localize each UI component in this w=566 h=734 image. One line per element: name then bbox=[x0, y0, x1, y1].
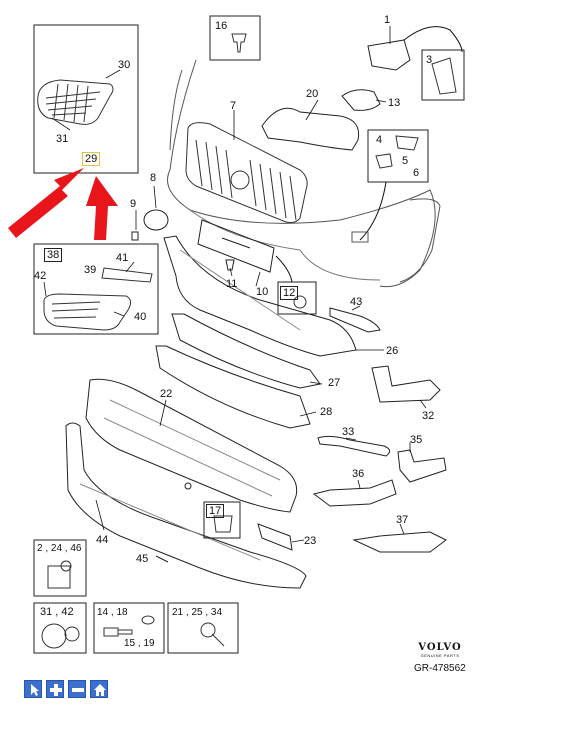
callout-1: 1 bbox=[384, 14, 391, 26]
callout-15-19: 15 , 19 bbox=[124, 638, 155, 649]
callout-17: 17 bbox=[206, 504, 225, 518]
callout-2-24-46: 2 , 24 , 46 bbox=[37, 543, 82, 554]
part-37 bbox=[352, 531, 447, 553]
home-icon bbox=[94, 684, 106, 696]
side-grille-39-40 bbox=[43, 267, 153, 331]
callout-31-42: 31 , 42 bbox=[40, 606, 74, 618]
callout-16: 16 bbox=[215, 20, 228, 32]
diagram-reference: GR-478562 bbox=[414, 663, 466, 674]
callout-21-25-34: 21 , 25 , 34 bbox=[172, 607, 223, 618]
side-grille-30-31 bbox=[37, 79, 114, 125]
callout-35: 35 bbox=[410, 434, 423, 446]
panel-27 bbox=[171, 313, 321, 389]
detail-box-38 bbox=[33, 243, 159, 335]
pointer-icon bbox=[31, 684, 39, 696]
brand-tagline: GENUINE PARTS bbox=[420, 653, 460, 658]
part-13 bbox=[341, 89, 381, 111]
trim-41 bbox=[101, 267, 153, 283]
fastener-45 bbox=[155, 555, 169, 563]
callout-37: 37 bbox=[396, 514, 409, 526]
detail-box-4-6 bbox=[367, 129, 429, 183]
undershield-22 bbox=[85, 378, 298, 513]
callout-3: 3 bbox=[426, 54, 433, 66]
part-32 bbox=[371, 365, 441, 403]
callout-42: 42 bbox=[34, 270, 47, 282]
callout-43: 43 bbox=[350, 296, 363, 308]
detail-box-21-25-34 bbox=[167, 602, 239, 654]
callout-23: 23 bbox=[304, 535, 317, 547]
bumper-cover bbox=[167, 59, 436, 288]
detail-box-31-42 bbox=[33, 602, 87, 654]
zoom-in-icon bbox=[50, 684, 62, 696]
callout-38: 38 bbox=[44, 248, 63, 262]
bracket-1 bbox=[367, 39, 411, 71]
callout-4: 4 bbox=[376, 134, 383, 146]
callout-29: 29 bbox=[82, 152, 101, 166]
detail-box-3 bbox=[421, 49, 465, 101]
part-35 bbox=[397, 449, 447, 483]
callout-13: 13 bbox=[388, 97, 401, 109]
harness-33 bbox=[317, 435, 390, 457]
callout-30: 30 bbox=[118, 59, 131, 71]
detail-box-14-18-15-19 bbox=[93, 602, 165, 654]
callout-26: 26 bbox=[386, 345, 399, 357]
callout-44: 44 bbox=[96, 534, 109, 546]
callout-8: 8 bbox=[150, 172, 157, 184]
plate-holder-10 bbox=[197, 219, 275, 273]
callout-36: 36 bbox=[352, 468, 365, 480]
red-arrow-left bbox=[8, 168, 84, 238]
callout-12: 12 bbox=[280, 286, 299, 300]
callout-45: 45 bbox=[136, 553, 149, 565]
pointer-tool-button[interactable] bbox=[24, 680, 42, 698]
detail-box-16 bbox=[209, 15, 261, 61]
callout-10: 10 bbox=[256, 286, 269, 298]
part-43 bbox=[329, 307, 381, 333]
spoiler-44 bbox=[65, 422, 307, 589]
callout-22: 22 bbox=[160, 388, 173, 400]
bracket-20 bbox=[261, 107, 360, 151]
fastener-9 bbox=[131, 231, 139, 241]
detail-box-12 bbox=[277, 281, 317, 315]
callout-28: 28 bbox=[320, 406, 333, 418]
panel-28 bbox=[155, 345, 311, 429]
callout-33: 33 bbox=[342, 426, 355, 438]
callout-9: 9 bbox=[130, 198, 137, 210]
callout-5: 5 bbox=[402, 155, 409, 167]
absorber-26 bbox=[163, 235, 357, 357]
badge-8 bbox=[143, 209, 169, 231]
callout-39: 39 bbox=[84, 264, 97, 276]
callout-14-18: 14 , 18 bbox=[97, 607, 128, 618]
red-arrows bbox=[8, 168, 118, 240]
zoom-out-icon bbox=[72, 688, 84, 692]
callout-6: 6 bbox=[413, 167, 420, 179]
callout-41: 41 bbox=[116, 252, 129, 264]
detail-box-29 bbox=[33, 24, 139, 174]
callout-20: 20 bbox=[306, 88, 319, 100]
zoom-in-button[interactable] bbox=[46, 680, 64, 698]
detail-box-2-24-46 bbox=[33, 539, 87, 597]
zoom-out-button[interactable] bbox=[68, 680, 86, 698]
front-grille-7 bbox=[185, 122, 308, 223]
home-button[interactable] bbox=[90, 680, 108, 698]
callout-11: 11 bbox=[226, 278, 238, 290]
red-arrow-right bbox=[86, 176, 118, 240]
brand-logo: VOLVO GENUINE PARTS bbox=[412, 642, 468, 658]
callout-7: 7 bbox=[230, 100, 237, 112]
brand-name: VOLVO bbox=[418, 642, 462, 653]
callout-32: 32 bbox=[422, 410, 435, 422]
callout-27: 27 bbox=[328, 377, 341, 389]
part-36 bbox=[312, 479, 397, 507]
fastener-11 bbox=[225, 259, 235, 271]
trim-23 bbox=[257, 523, 293, 551]
detail-box-17 bbox=[203, 501, 241, 539]
callout-31: 31 bbox=[56, 133, 69, 145]
callout-40: 40 bbox=[134, 311, 147, 323]
